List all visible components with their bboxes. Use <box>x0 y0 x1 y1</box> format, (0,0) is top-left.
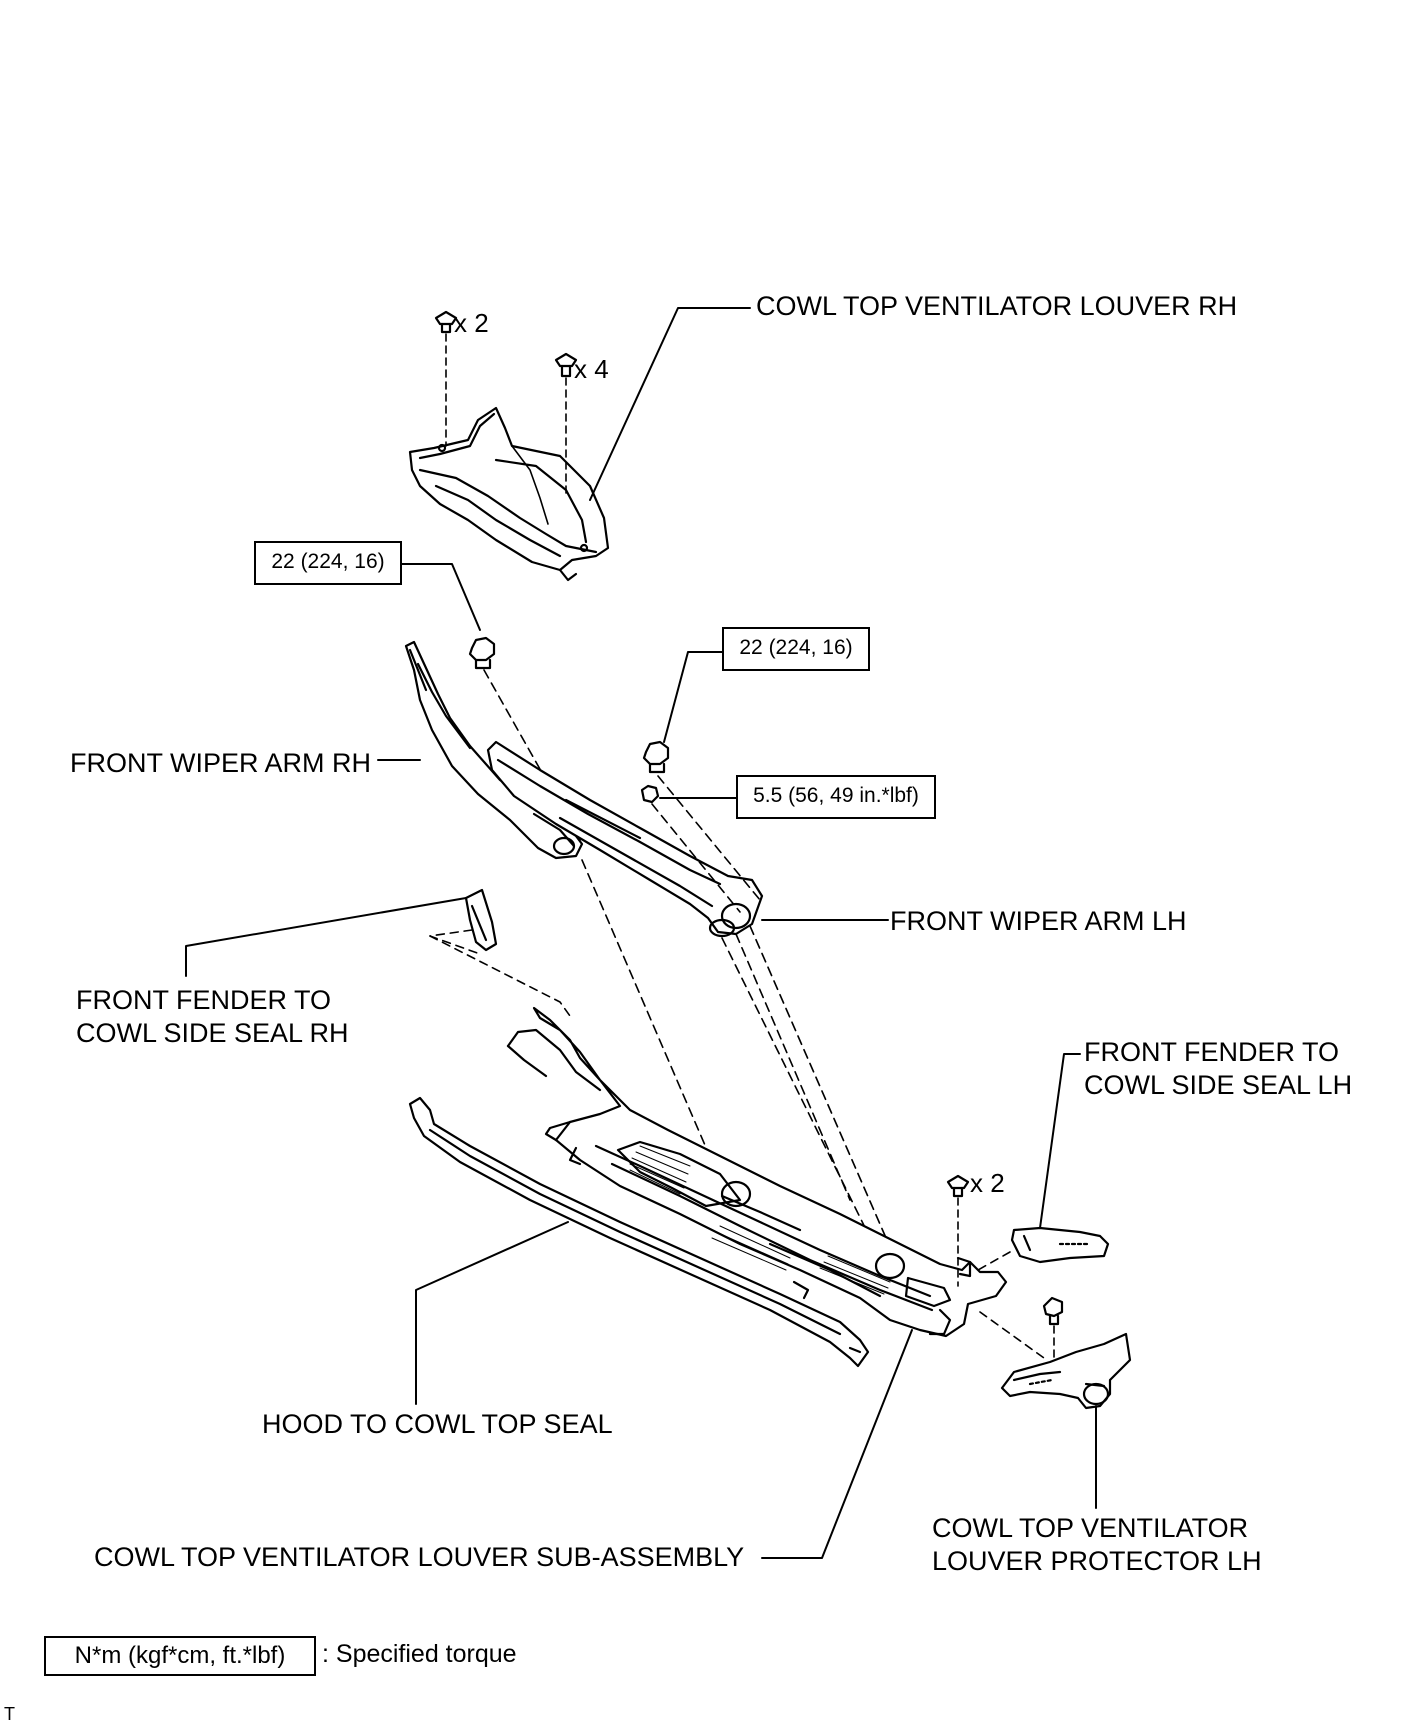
clip-icon-lh <box>946 1174 970 1198</box>
torque-box-wiper-lh-bolt: 5.5 (56, 49 in.*lbf) <box>736 775 936 819</box>
torque-legend-text: : Specified torque <box>322 1640 517 1668</box>
front-fender-seal-rh-part <box>464 888 498 952</box>
torque-unit-legend-box: N*m (kgf*cm, ft.*lbf) <box>44 1636 316 1676</box>
label-front-wiper-arm-lh: FRONT WIPER ARM LH <box>890 906 1187 936</box>
quantity-clip-rh-b: x 4 <box>574 354 609 384</box>
label-front-fender-seal-lh-line1: FRONT FENDER TO <box>1084 1037 1340 1067</box>
label-hood-to-cowl-top-seal: HOOD TO COWL TOP SEAL <box>262 1409 613 1439</box>
clip-icon-rh-a <box>434 310 458 334</box>
quantity-clip-rh-a: x 2 <box>454 308 489 338</box>
cowl-top-ventilator-louver-sub-assembly-part <box>506 1006 1008 1338</box>
hood-to-cowl-top-seal-part <box>408 1096 870 1368</box>
label-front-fender-seal-rh-line1: FRONT FENDER TO <box>76 985 332 1015</box>
label-cowl-top-ventilator-louver-sub-assembly: COWL TOP VENTILATOR LOUVER SUB-ASSEMBLY <box>94 1542 745 1572</box>
wiper-nut-rh <box>468 636 496 670</box>
front-fender-seal-lh-part <box>1010 1226 1110 1264</box>
label-front-fender-seal-lh-line2: COWL SIDE SEAL LH <box>1084 1070 1353 1100</box>
clip-icon-protector <box>1042 1296 1064 1326</box>
louver-grille-texture <box>629 1145 891 1295</box>
torque-box-wiper-rh-nut: 22 (224, 16) <box>254 541 402 585</box>
label-cowl-top-ventilator-louver-protector-lh-line1: COWL TOP VENTILATOR <box>932 1513 1249 1543</box>
torque-box-wiper-lh-nut: 22 (224, 16) <box>722 627 870 671</box>
wiper-bolt-lh <box>640 784 660 804</box>
label-cowl-top-ventilator-louver-protector-lh-line2: LOUVER PROTECTOR LH <box>932 1546 1262 1576</box>
label-front-fender-seal-rh-line2: COWL SIDE SEAL RH <box>76 1018 349 1048</box>
cowl-top-ventilator-louver-rh-part <box>408 406 610 582</box>
front-wiper-arm-lh-part <box>486 740 764 938</box>
front-wiper-arm-rh-part <box>404 640 584 860</box>
label-cowl-top-ventilator-louver-rh: COWL TOP VENTILATOR LOUVER RH <box>756 291 1238 321</box>
quantity-clip-lh: x 2 <box>970 1168 1005 1198</box>
cowl-top-ventilator-louver-protector-lh-part <box>1000 1332 1132 1410</box>
figure-code: T <box>4 1704 15 1724</box>
wiper-nut-lh <box>642 740 670 774</box>
label-front-wiper-arm-rh: FRONT WIPER ARM RH <box>70 748 372 778</box>
clip-icon-rh-b <box>554 352 578 378</box>
